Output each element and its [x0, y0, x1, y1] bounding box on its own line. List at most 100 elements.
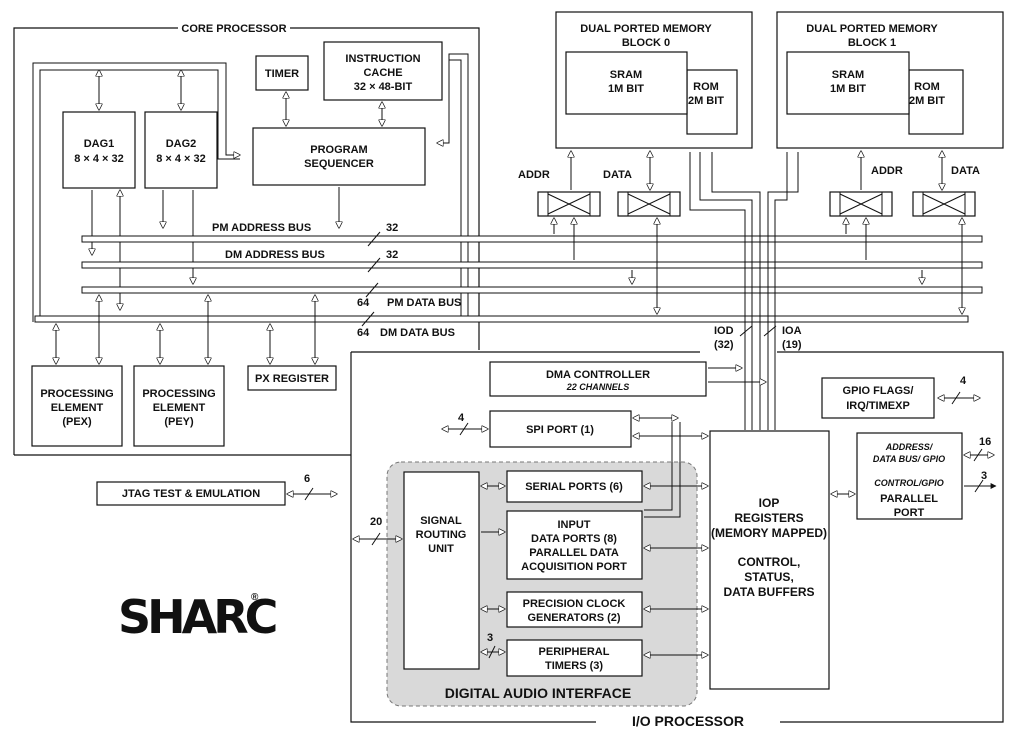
mem0-sram-2: 1M BIT: [608, 83, 644, 95]
timer-label: TIMER: [265, 68, 299, 80]
iop-registers-block: IOP REGISTERS (MEMORY MAPPED) CONTROL, S…: [709, 430, 830, 690]
spi-width: 4: [458, 412, 465, 424]
pcg-line-2: GENERATORS (2): [527, 612, 620, 624]
dag2-label: DAG2: [166, 138, 197, 150]
pm-address-bus-width: 32: [386, 222, 398, 234]
icache-line-1: INSTRUCTION: [345, 53, 420, 65]
pex-line-3: (PEX): [62, 416, 92, 428]
icache-line-2: CACHE: [363, 67, 402, 79]
pex-line-2: ELEMENT: [51, 402, 104, 414]
dm-data-bus-label: DM DATA BUS: [380, 327, 455, 339]
memory-block-1: DUAL PORTED MEMORY BLOCK 1 SRAM 1M BIT R…: [776, 11, 1004, 149]
iop-line-2: REGISTERS: [734, 511, 803, 525]
dma-title: DMA CONTROLLER: [546, 369, 650, 381]
sharc-logo: SHARC ®: [118, 590, 280, 644]
iop-line-3: (MEMORY MAPPED): [711, 526, 827, 540]
logo-text: SHARC: [118, 590, 276, 644]
dai-title: DIGITAL AUDIO INTERFACE: [445, 685, 631, 701]
spi-port-block: SPI PORT (1): [489, 410, 632, 448]
dm-data-bus-width: 64: [357, 327, 370, 339]
pm-data-bus-label: PM DATA BUS: [387, 297, 461, 309]
pey-line-2: ELEMENT: [153, 402, 206, 414]
memory-block-0: DUAL PORTED MEMORY BLOCK 0 SRAM 1M BIT R…: [555, 11, 753, 149]
program-sequencer-block: PROGRAM SEQUENCER: [252, 127, 426, 186]
gpio-line-1: GPIO FLAGS/: [843, 385, 914, 397]
mem0-title-1: DUAL PORTED MEMORY: [580, 23, 712, 35]
pp-width-a: 16: [979, 436, 991, 448]
mem0-rom-1: ROM: [693, 81, 719, 93]
mem1-addr-label: ADDR: [871, 165, 903, 177]
input-line-4: ACQUISITION PORT: [521, 561, 627, 573]
pp-sub1-line-1: ADDRESS/: [885, 442, 934, 452]
mem1-data-label: DATA: [951, 165, 980, 177]
spi-label: SPI PORT (1): [526, 424, 594, 436]
dm-address-bus-label: DM ADDRESS BUS: [225, 249, 325, 261]
ioa-width: (19): [782, 339, 802, 351]
dag1-block: DAG1 8 × 4 × 32: [62, 111, 136, 189]
pex-block: PROCESSING ELEMENT (PEX): [31, 365, 123, 447]
iod-width: (32): [714, 339, 734, 351]
pey-line-1: PROCESSING: [142, 388, 215, 400]
dag2-size: 8 × 4 × 32: [156, 153, 206, 165]
pp-sub1-line-2: DATA BUS/ GPIO: [873, 454, 945, 464]
dma-controller-block: DMA CONTROLLER 22 CHANNELS: [489, 361, 707, 397]
mem0-sram-1: SRAM: [610, 69, 642, 81]
timers-line-2: TIMERS (3): [545, 660, 603, 672]
mem1-data-mux: DATA: [912, 165, 980, 217]
dag1-label: DAG1: [84, 138, 115, 150]
pp-width-b: 3: [981, 470, 987, 482]
precision-clock-block: PRECISION CLOCK GENERATORS (2): [506, 591, 643, 628]
px-register-block: PX REGISTER: [247, 365, 337, 391]
dma-sub: 22 CHANNELS: [566, 382, 630, 392]
sequencer-line-1: PROGRAM: [310, 144, 367, 156]
timer-block: TIMER: [255, 55, 309, 91]
serial-ports-label: SERIAL PORTS (6): [525, 481, 623, 493]
peripheral-timers-block: PERIPHERAL TIMERS (3): [506, 639, 643, 677]
serial-ports-block: SERIAL PORTS (6): [506, 470, 643, 503]
mem0-addr-label: ADDR: [518, 169, 550, 181]
mem1-rom-2: 2M BIT: [909, 95, 945, 107]
logo-mark: ®: [251, 592, 259, 603]
pm-address-bus-label: PM ADDRESS BUS: [212, 222, 311, 234]
iod-label: IOD: [714, 325, 734, 337]
signal-routing-unit-block: SIGNAL ROUTING UNIT: [403, 471, 480, 670]
icache-line-3: 32 × 48-BIT: [354, 81, 413, 93]
mem1-title-2: BLOCK 1: [848, 37, 896, 49]
parallel-port-block: ADDRESS/ DATA BUS/ GPIO CONTROL/GPIO PAR…: [856, 432, 963, 520]
io-processor-frame: I/O PROCESSOR: [350, 351, 1004, 729]
px-register-label: PX REGISTER: [255, 373, 329, 385]
sequencer-line-2: SEQUENCER: [304, 158, 374, 170]
mem1-addr-mux: ADDR: [829, 165, 903, 217]
sru-line-1: SIGNAL: [420, 515, 462, 527]
jtag-block: JTAG TEST & EMULATION: [96, 481, 286, 506]
pp-sub2: CONTROL/GPIO: [874, 478, 944, 488]
iop-line-5: CONTROL,: [738, 555, 801, 569]
mem1-sram-1: SRAM: [832, 69, 864, 81]
core-processor-title: CORE PROCESSOR: [181, 23, 286, 35]
dm-address-bus: DM ADDRESS BUS 32: [81, 249, 983, 273]
pm-data-bus: 64 PM DATA BUS: [81, 282, 983, 309]
dm-address-bus-width: 32: [386, 249, 398, 261]
instruction-cache-block: INSTRUCTION CACHE 32 × 48-BIT: [323, 41, 443, 101]
dag1-size: 8 × 4 × 32: [74, 153, 124, 165]
mem0-data-mux: DATA: [603, 169, 681, 217]
mem0-title-2: BLOCK 0: [622, 37, 670, 49]
pcg-line-1: PRECISION CLOCK: [523, 598, 626, 610]
dm-data-bus: 64 DM DATA BUS: [34, 311, 969, 339]
pp-title-2: PORT: [894, 507, 925, 519]
dag2-block: DAG2 8 × 4 × 32: [144, 111, 218, 189]
ioa-label: IOA: [782, 325, 802, 337]
iop-line-6: STATUS,: [744, 570, 794, 584]
sru-line-3: UNIT: [428, 543, 454, 555]
pm-data-bus-width: 64: [357, 297, 370, 309]
input-line-3: PARALLEL DATA: [529, 547, 619, 559]
sru-line-2: ROUTING: [416, 529, 467, 541]
input-data-ports-block: INPUT DATA PORTS (8) PARALLEL DATA ACQUI…: [506, 510, 643, 580]
mem1-sram-2: 1M BIT: [830, 83, 866, 95]
pey-block: PROCESSING ELEMENT (PEY): [133, 365, 225, 447]
gpio-line-2: IRQ/TIMEXP: [846, 400, 910, 412]
iop-line-1: IOP: [759, 496, 780, 510]
io-processor-title: I/O PROCESSOR: [632, 713, 744, 729]
timers-width: 3: [487, 632, 493, 644]
